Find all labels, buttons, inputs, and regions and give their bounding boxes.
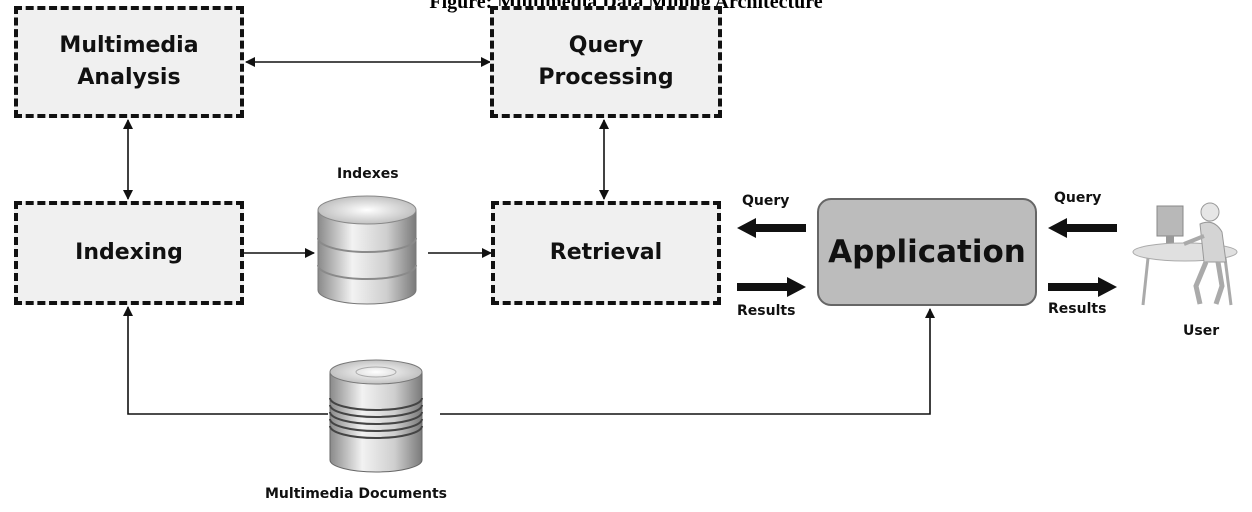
indexes-label: Indexes [337, 166, 399, 182]
application-box: Application [817, 198, 1037, 306]
line-documents-to-application [440, 308, 935, 415]
query-processing-box: Query Processing [490, 6, 722, 118]
query-arrow-to-retrieval [737, 218, 806, 238]
user-at-desk-icon [1132, 202, 1238, 306]
multimedia-documents-label: Multimedia Documents [265, 486, 447, 502]
line-documents-to-indexing [123, 306, 328, 415]
database-stack-icon [329, 359, 423, 473]
results-label-left: Results [737, 303, 796, 319]
results-arrow-from-retrieval [737, 277, 806, 297]
results-arrow-to-user [1048, 277, 1117, 297]
query-label-right: Query [1054, 190, 1102, 206]
user-label: User [1183, 323, 1220, 339]
query-arrow-to-application [1048, 218, 1117, 238]
query-label-left: Query [742, 193, 790, 209]
indexing-box: Indexing [14, 201, 244, 305]
database-icon [317, 195, 417, 305]
results-label-right: Results [1048, 301, 1107, 317]
multimedia-analysis-box: Multimedia Analysis [14, 6, 244, 118]
retrieval-box: Retrieval [491, 201, 721, 305]
